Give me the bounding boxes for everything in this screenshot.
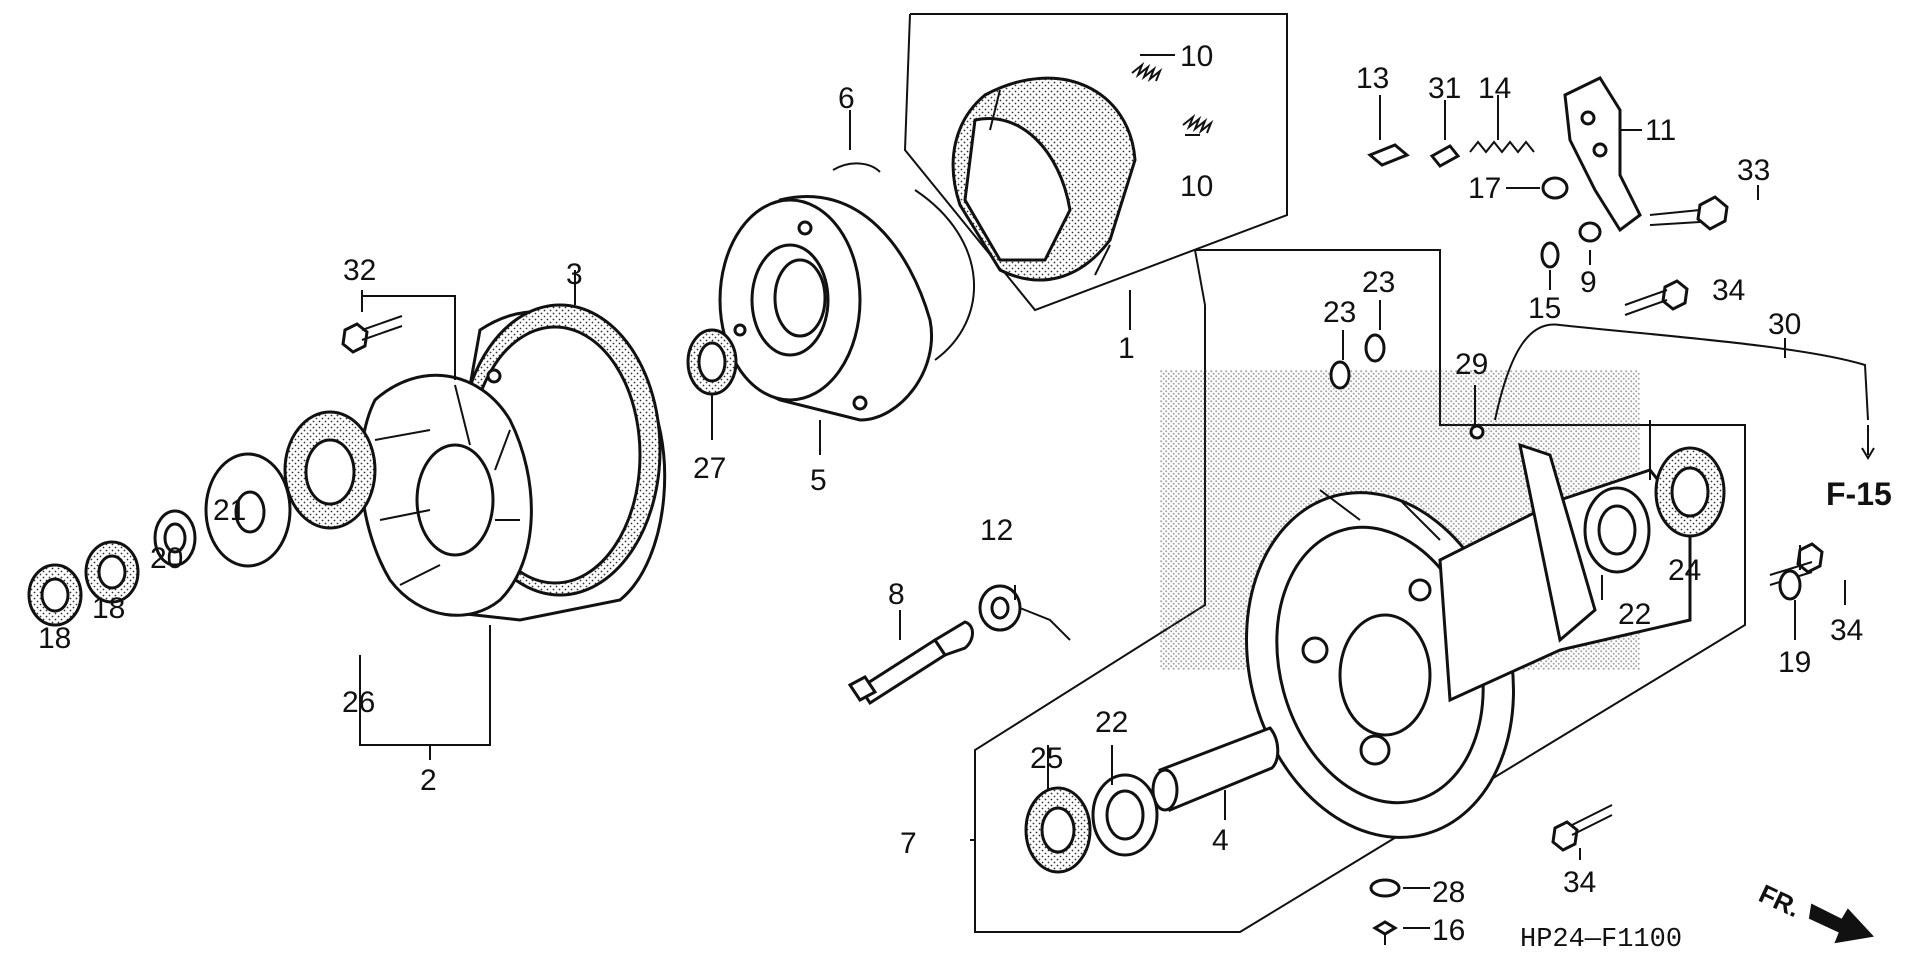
bearing-22a: [1091, 773, 1159, 857]
washer-21: [204, 452, 292, 568]
callout-30: 30: [1768, 308, 1801, 341]
callout-20: 20: [150, 542, 183, 575]
callout-18a: 18: [38, 622, 71, 655]
callout-23b: 23: [1362, 266, 1395, 299]
callout-33: 33: [1737, 154, 1770, 187]
reference-arrow-icon: [1861, 425, 1875, 460]
callout-5: 5: [810, 464, 827, 497]
leader-lines: [359, 54, 1846, 929]
callout-26: 26: [342, 686, 375, 719]
callout-22b: 22: [1618, 598, 1651, 631]
diagram-code: HP24—F1100: [1520, 925, 1682, 955]
callout-16: 16: [1432, 914, 1465, 947]
brake-cam-8: [847, 620, 974, 706]
front-direction-label: FR.: [1754, 878, 1805, 923]
callout-18b: 18: [92, 592, 125, 625]
seal-24: [1654, 446, 1726, 538]
washer-20: [153, 509, 197, 567]
callout-12: 12: [980, 514, 1013, 547]
callout-19: 19: [1778, 646, 1811, 679]
brake-drum: [359, 303, 667, 622]
callout-6: 6: [838, 82, 855, 115]
callout-labels: 1 2 3 4 5 6 7 8 9 10 10 11 12 13 14 15 1…: [38, 40, 1863, 947]
reference-label: F-15: [1826, 476, 1892, 512]
seal-26: [283, 410, 377, 530]
callout-13: 13: [1356, 62, 1389, 95]
brake-panel: [718, 195, 933, 422]
callout-3: 3: [566, 258, 583, 291]
callout-7: 7: [900, 827, 917, 860]
nuts-18: [27, 540, 140, 627]
callout-1: 1: [1118, 332, 1135, 365]
callout-9: 9: [1580, 266, 1597, 299]
callout-27: 27: [693, 452, 726, 485]
brake-arm-11: [1563, 76, 1642, 233]
callout-10a: 10: [1180, 40, 1213, 73]
collar-4: [1151, 726, 1280, 813]
callout-34b: 34: [1830, 614, 1863, 647]
front-arrow-icon: [1808, 903, 1874, 944]
callout-25: 25: [1030, 742, 1063, 775]
return-spring-12: [978, 584, 1071, 641]
front-direction-indicator: FR.: [1754, 878, 1874, 944]
o-ring-6: [832, 162, 975, 361]
callout-15: 15: [1528, 292, 1561, 325]
callout-23a: 23: [1323, 296, 1356, 329]
hub-bolts-34: [1551, 279, 1824, 852]
breather-tube-30: [1494, 323, 1869, 421]
callout-34a: 34: [1712, 274, 1745, 307]
callout-29: 29: [1455, 348, 1488, 381]
callout-34c: 34: [1563, 866, 1596, 899]
callout-28: 28: [1432, 876, 1465, 909]
bolt-32: [341, 315, 403, 354]
small-parts-23-15-29: [1329, 241, 1560, 440]
callout-10b: 10: [1180, 170, 1213, 203]
callout-2: 2: [420, 764, 437, 797]
callout-11: 11: [1645, 114, 1676, 147]
drain-parts-28-16: [1369, 878, 1401, 945]
bearing-22b: [1583, 486, 1651, 574]
callout-8: 8: [888, 578, 905, 611]
brake-shoe-springs: [1131, 61, 1214, 135]
seal-27: [686, 328, 738, 396]
washer-19: [1778, 569, 1802, 601]
brake-shoes: [951, 76, 1137, 282]
callout-14: 14: [1478, 72, 1511, 105]
callout-21: 21: [213, 494, 246, 527]
brake-shoe-group-outline: [903, 13, 1288, 312]
callout-17: 17: [1468, 172, 1501, 205]
callout-4: 4: [1212, 824, 1229, 857]
callout-24: 24: [1668, 554, 1701, 587]
arm-parts-13-31-14-17-9-33: [1367, 140, 1729, 243]
callout-31: 31: [1428, 72, 1461, 105]
seal-25: [1024, 786, 1092, 874]
callout-22a: 22: [1095, 706, 1128, 739]
callout-32: 32: [343, 254, 376, 287]
